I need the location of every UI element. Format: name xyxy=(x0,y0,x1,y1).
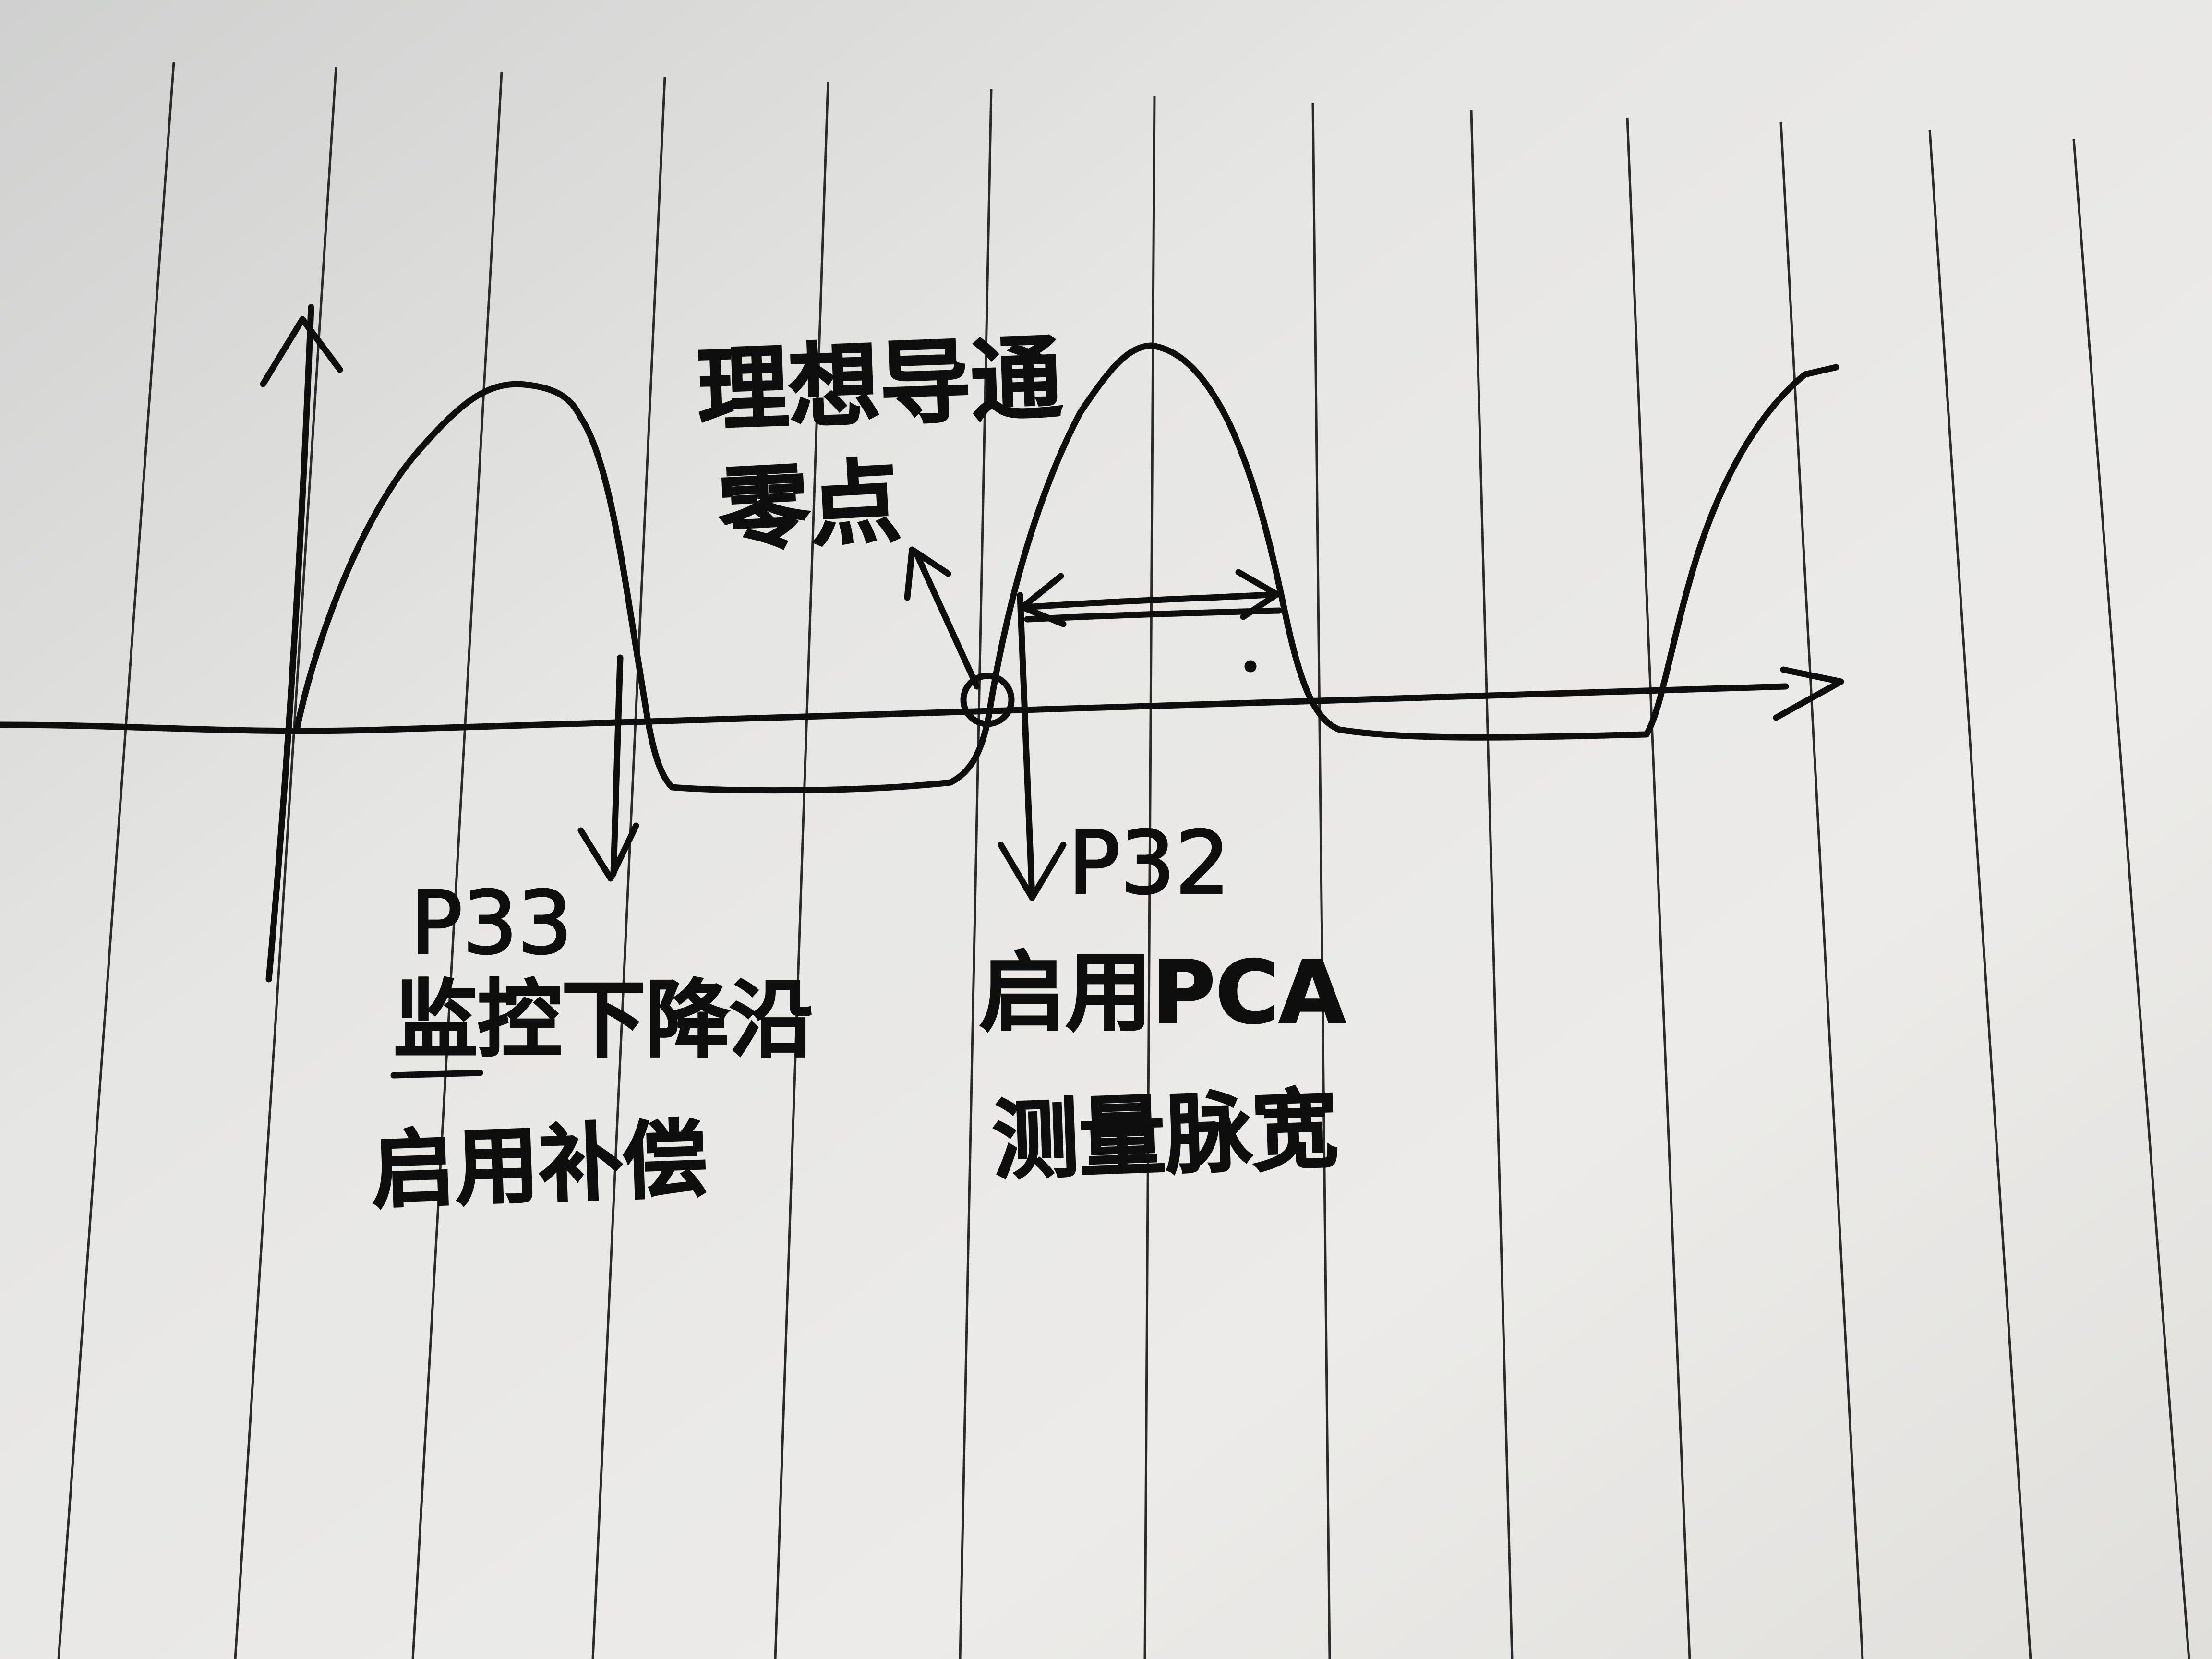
p33-pin-name: P33 xyxy=(410,873,573,974)
x-axis-arrowhead xyxy=(1773,666,1844,721)
ruled-line xyxy=(1779,122,1864,1659)
zero-point-label-line-1: 理想导通 xyxy=(696,325,1064,444)
y-axis xyxy=(265,304,314,983)
pulse-width-arrowhead-right xyxy=(1235,569,1280,620)
y-axis-arrowhead xyxy=(260,316,343,387)
ruled-line xyxy=(1143,96,1156,1659)
ruled-line xyxy=(1626,117,1691,1659)
ruled-line xyxy=(1928,129,2032,1659)
ruled-line xyxy=(57,62,175,1659)
ruled-line xyxy=(591,76,666,1659)
zero-point-label: 理想导通 零点 xyxy=(695,325,1064,565)
p32-pin-name: P32 xyxy=(1068,813,1230,914)
ruled-line xyxy=(959,88,993,1659)
pulse-width-bar xyxy=(1022,591,1280,611)
p33-label: P33 监控下降沿 启用补偿 xyxy=(369,872,815,1221)
zero-point-label-line-2: 零点 xyxy=(716,448,903,564)
zero-point-pointer xyxy=(914,551,980,690)
zero-point-pointer-arrowhead xyxy=(904,546,951,601)
waveform xyxy=(293,342,1839,794)
ruled-line xyxy=(1470,110,1514,1659)
paper-ruled-lines xyxy=(57,62,2190,1659)
ruled-line xyxy=(234,67,337,1659)
ruled-line xyxy=(774,81,830,1659)
p32-arrowhead xyxy=(998,842,1067,901)
p33-arrow xyxy=(610,654,624,877)
p32-label: P32 启用PCA 测量脉宽 xyxy=(979,812,1346,1192)
p33-label-line-2: 监控下降沿 xyxy=(394,972,814,1069)
ideal-zero-crossing-marker xyxy=(960,673,1015,727)
p33-underline xyxy=(390,1070,483,1079)
ruled-line xyxy=(2072,139,2190,1659)
x-axis xyxy=(0,683,1789,734)
ruled-line xyxy=(411,72,503,1659)
ink-drawing xyxy=(0,304,1844,1079)
pen-dot xyxy=(1244,660,1257,673)
p33-arrowhead xyxy=(577,822,639,882)
p32-arrow xyxy=(1017,592,1035,901)
p32-label-line-3: 测量脉宽 xyxy=(991,1080,1340,1192)
p32-label-line-2: 启用PCA xyxy=(979,943,1346,1043)
ruled-line xyxy=(1311,103,1331,1659)
p33-label-line-3: 启用补偿 xyxy=(369,1111,709,1220)
